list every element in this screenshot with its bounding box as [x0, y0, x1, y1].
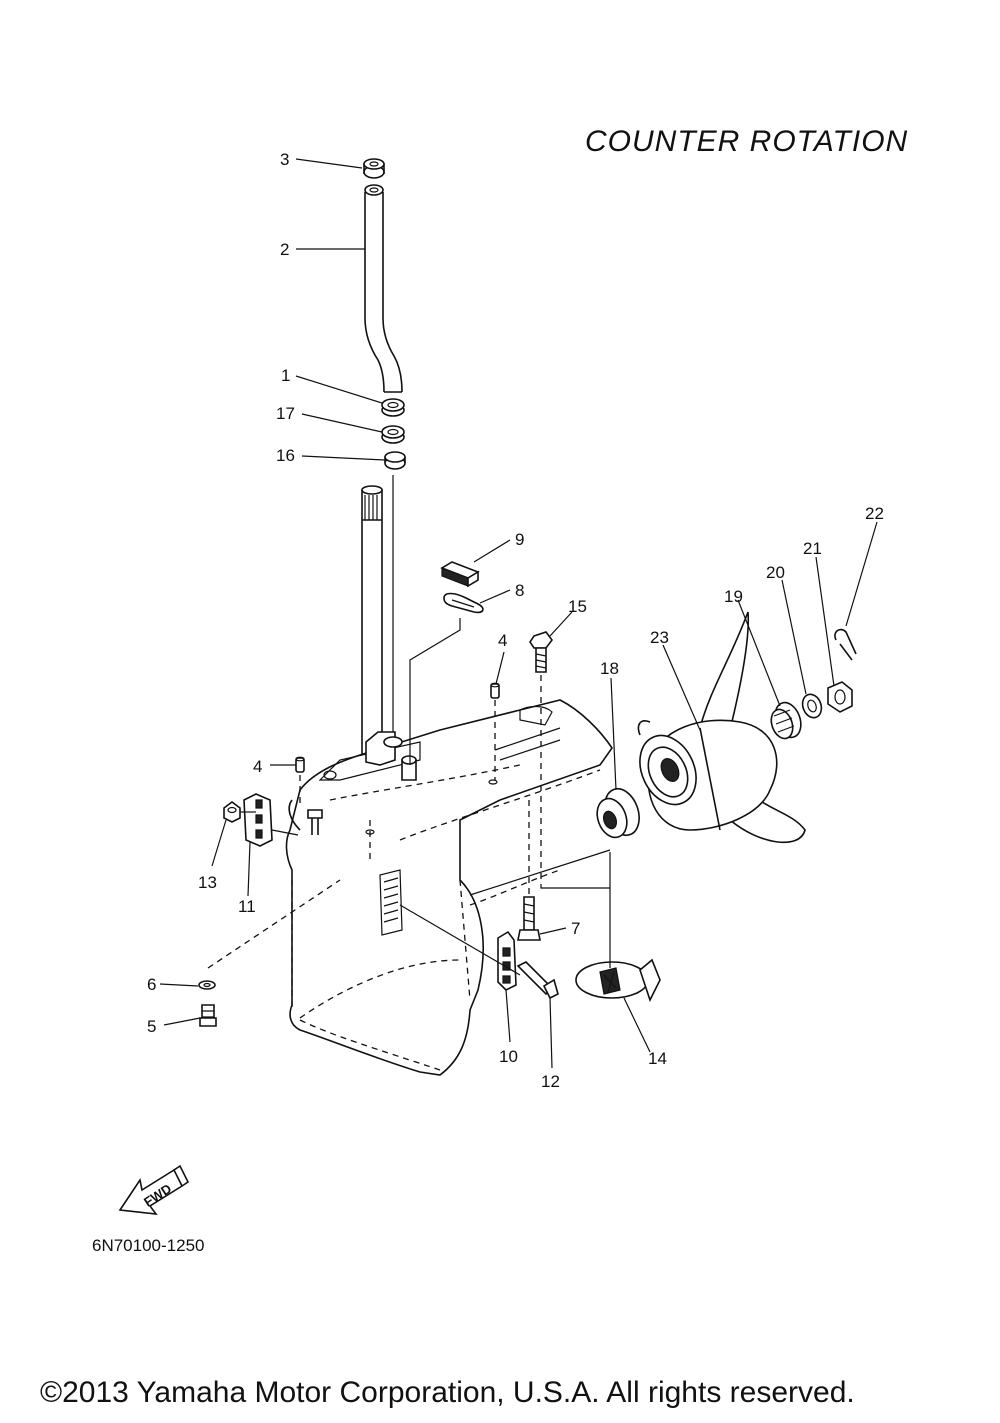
callout-7: 7	[571, 919, 580, 938]
part-16-grommet	[384, 451, 406, 470]
part-20-washer	[801, 693, 823, 719]
callout-16: 16	[276, 446, 295, 465]
part-10-guide-line	[399, 904, 521, 976]
part-2-water-tube	[364, 184, 403, 393]
callout-18: 18	[600, 659, 619, 678]
bolt-guide-line	[207, 879, 341, 969]
part-11-anode	[243, 793, 273, 847]
part-3-grommet	[363, 158, 385, 179]
callout-10: 10	[499, 1047, 518, 1066]
callout-19: 19	[724, 587, 743, 606]
part-8-seal	[443, 592, 484, 614]
callout-5: 5	[147, 1017, 156, 1036]
forward-direction-arrow: FWD	[118, 1164, 190, 1215]
part-6-washer	[198, 980, 216, 990]
anode-stud	[307, 809, 323, 835]
callout-12: 12	[541, 1072, 560, 1091]
callout-14: 14	[648, 1049, 667, 1068]
part-23-propeller	[637, 611, 806, 844]
drive-shaft	[361, 485, 383, 761]
callout-11: 11	[238, 897, 256, 916]
callout-4-upper: 4	[498, 631, 507, 650]
callout-20: 20	[766, 563, 785, 582]
diagram-code: 6N70100-1250	[92, 1236, 205, 1255]
callout-3: 3	[280, 150, 289, 169]
water-intake-grill	[379, 869, 403, 936]
part-12-screw	[516, 961, 559, 1000]
part-10-anode	[497, 930, 517, 991]
diagram-title: COUNTER ROTATION	[585, 125, 909, 158]
part-4-dowel-pin-lower	[295, 756, 305, 773]
part-15-bolt	[529, 631, 553, 673]
callout-1: 1	[281, 366, 290, 385]
callout-22: 22	[865, 504, 884, 523]
anode-guide-line	[271, 829, 299, 836]
callout-6: 6	[147, 975, 156, 994]
part-19-spacer	[770, 701, 802, 740]
part-14-guide-line-2	[469, 849, 611, 896]
callout-8: 8	[515, 581, 524, 600]
part-13-nut	[223, 801, 241, 823]
callout-numbers: 3 2 1 17 16 9 8 4 4 15 18 23 19 20 21 22…	[147, 150, 884, 1091]
part-21-nut	[827, 681, 853, 713]
lower-case-housing	[285, 699, 613, 1076]
callout-2: 2	[280, 240, 289, 259]
copyright-notice: ©2013 Yamaha Motor Corporation, U.S.A. A…	[40, 1376, 855, 1409]
part-8-guide-line	[409, 618, 461, 765]
part-7-bolt	[517, 896, 541, 941]
callout-21: 21	[803, 539, 822, 558]
part-9-seal-strip	[440, 561, 480, 588]
callout-23: 23	[650, 628, 669, 647]
callout-leaders	[159, 158, 878, 1069]
part-4-dowel-pin-upper	[490, 682, 500, 699]
part-14-trim-tab	[575, 958, 661, 1003]
callout-13: 13	[198, 873, 217, 892]
part-17-seal	[381, 425, 405, 444]
callout-15: 15	[568, 597, 587, 616]
part-1-seal	[381, 398, 405, 417]
callout-17: 17	[276, 404, 295, 423]
part-22-cotter-pin	[834, 628, 857, 661]
part-18-thrust-washer	[596, 787, 640, 839]
part-15-guide-line-end	[540, 885, 610, 889]
callout-4-lower: 4	[253, 757, 262, 776]
part-5-bolt	[199, 1004, 217, 1027]
callout-9: 9	[515, 530, 524, 549]
